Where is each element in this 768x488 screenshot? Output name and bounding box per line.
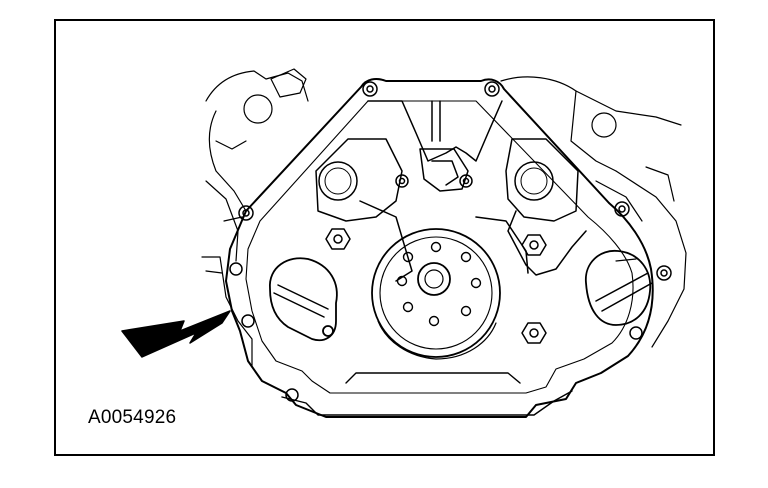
intake-valley-casting bbox=[315, 100, 587, 282]
plate-bolt-holes bbox=[229, 81, 672, 402]
right-cam-opening bbox=[585, 250, 653, 326]
flange-bolt-holes bbox=[396, 241, 482, 327]
engine-block-right-detail bbox=[500, 76, 687, 348]
pointer-arrow-icon bbox=[121, 310, 231, 358]
rear-plate-outline bbox=[225, 78, 654, 418]
engine-rear-plate-illustration bbox=[121, 68, 687, 418]
figure-frame: A0054926 bbox=[54, 19, 715, 456]
figure-id-label: A0054926 bbox=[88, 407, 177, 428]
hex-bolts bbox=[325, 228, 547, 344]
left-cam-opening bbox=[269, 257, 338, 342]
crankshaft-flange bbox=[371, 228, 501, 360]
oil-pan-rail bbox=[281, 372, 573, 416]
